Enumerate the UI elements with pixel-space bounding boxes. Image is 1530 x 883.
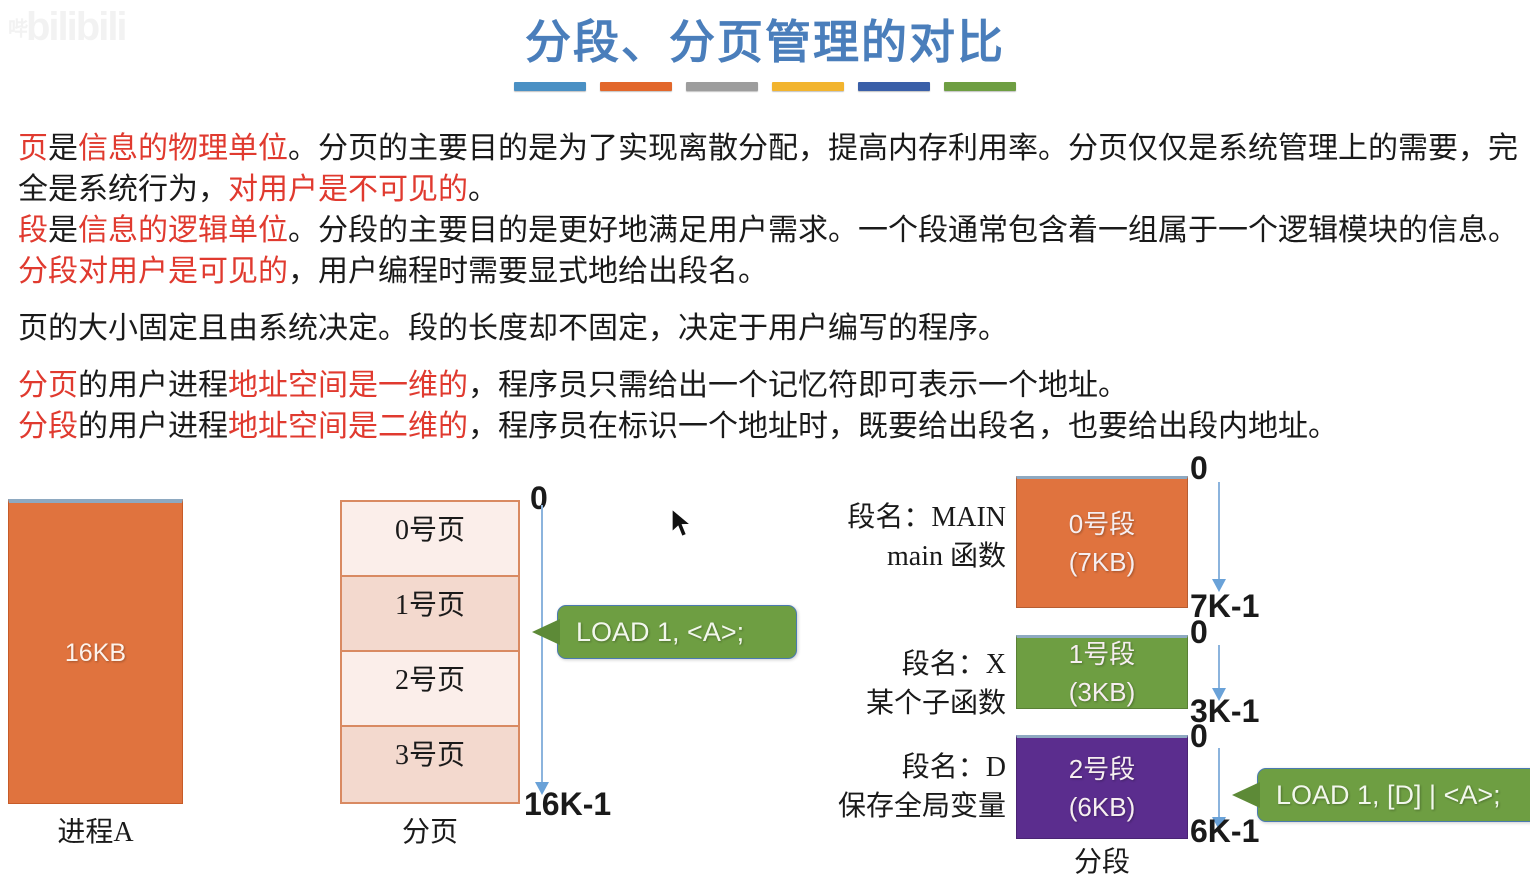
para-paging-1d: 分页的用户进程地址空间是一维的，程序员只需给出一个记忆符即可表示一个地址。: [18, 365, 1518, 406]
plain-text: 是: [48, 132, 78, 165]
arrow-line: [1218, 482, 1220, 581]
title-bar-4: [858, 82, 930, 91]
arrow-head-icon: [1212, 579, 1226, 592]
highlighted-text: 对用户是不可见的: [228, 173, 468, 206]
watermark-text: bilibili: [26, 5, 128, 49]
paging-instruction-callout: LOAD 1, <A>;: [532, 605, 797, 659]
page-row: 1号页: [342, 577, 518, 652]
arrow-line: [1218, 748, 1220, 819]
segment-address-arrow-2: [1211, 748, 1227, 830]
title-bar-0: [514, 82, 586, 91]
plain-text: ，用户编程时需要显式地给出段名。: [288, 255, 768, 288]
arrow-head-icon: [535, 782, 549, 795]
page-row-label: 1号页: [394, 590, 465, 621]
highlighted-text: 页: [18, 132, 48, 165]
page-row-label: 2号页: [394, 665, 465, 696]
title-bar-1: [600, 82, 672, 91]
page-row-label: 0号页: [394, 515, 465, 546]
highlighted-text: 段: [18, 214, 48, 247]
title-underline-bars: [0, 82, 1530, 91]
segment-block-line-2: (3KB): [1068, 677, 1136, 707]
page-row: 2号页: [342, 652, 518, 727]
paging-address-bottom: 16K-1: [524, 786, 612, 822]
arrow-head-icon: [1212, 688, 1226, 701]
plain-text: 的用户进程: [78, 369, 228, 402]
segmentation-instruction-callout: LOAD 1, [D] | <A>;: [1232, 768, 1530, 822]
segment-block-line-1: 0号段: [1068, 509, 1136, 539]
bilibili-watermark: 哔bilibili: [8, 2, 188, 52]
highlighted-text: 信息的物理单位: [78, 132, 288, 165]
highlighted-text: 地址空间是一维的: [228, 369, 468, 402]
segment-address-top-2: 0: [1190, 718, 1208, 754]
para-segmentation-2d: 分段的用户进程地址空间是二维的，程序员在标识一个地址时，既要给出段名，也要给出段…: [18, 406, 1518, 447]
paging-block: 0号页 1号页 2号页 3号页: [340, 500, 520, 804]
title-bar-5: [944, 82, 1016, 91]
segment-name-label: 段名：D 保存全局变量: [796, 748, 1006, 826]
paging-instruction-text: LOAD 1, <A>;: [576, 616, 745, 647]
segment-block-line-1: 1号段: [1068, 639, 1136, 669]
segment-address-bottom-0: 7K-1: [1190, 588, 1260, 624]
plain-text: ，程序员在标识一个地址时，既要给出段名，也要给出段内地址。: [468, 410, 1338, 443]
segment-block-1: 1号段 (3KB): [1016, 635, 1188, 709]
segment-block-line-2: (7KB): [1068, 547, 1136, 577]
page-row: 0号页: [342, 502, 518, 577]
segment-address-top-1: 0: [1190, 614, 1208, 650]
process-a-block: 16KB: [8, 499, 183, 804]
segmentation-instruction-text: LOAD 1, [D] | <A>;: [1276, 779, 1501, 810]
process-a-size-label: 16KB: [64, 638, 127, 667]
plain-text: 。: [468, 173, 498, 206]
callout-tail-icon: [1232, 782, 1260, 808]
segment-address-top-0: 0: [1190, 450, 1208, 486]
plain-text: 是: [48, 214, 78, 247]
title-block: 分段、分页管理的对比: [0, 14, 1530, 91]
title-bar-3: [772, 82, 844, 91]
segment-name-label: 段名：X 某个子函数: [796, 645, 1006, 723]
plain-text: ，程序员只需给出一个记忆符即可表示一个地址。: [468, 369, 1128, 402]
callout-tail-icon: [532, 619, 560, 645]
paging-address-top: 0: [530, 480, 548, 516]
paging-caption: 分页: [401, 817, 458, 848]
page-title: 分段、分页管理的对比: [525, 17, 1005, 68]
para-segment-unit: 段是信息的逻辑单位。分段的主要目的是更好地满足用户需求。一个段通常包含着一组属于…: [18, 210, 1518, 292]
highlighted-text: 分页: [18, 369, 78, 402]
plain-text: 的用户进程: [78, 410, 228, 443]
paging-address-arrow: [534, 505, 550, 795]
body-text: 页是信息的物理单位。分页的主要目的是为了实现离散分配，提高内存利用率。分页仅仅是…: [18, 128, 1518, 447]
title-bar-2: [686, 82, 758, 91]
segment-name-line-2: main 函数: [887, 541, 1006, 572]
highlighted-text: 地址空间是二维的: [228, 410, 468, 443]
segmentation-caption: 分段: [1073, 847, 1130, 878]
plain-text: 。分页的主要目的是为了实现离散分配，提高内存利用率。分页仅仅是系统管理上的需要，…: [18, 132, 1518, 206]
segment-name-line-1: 段名：MAIN: [847, 502, 1006, 533]
plain-text: 。分段的主要目的是更好地满足用户需求。一个段通常包含着一组属于一个逻辑模块的信息…: [288, 214, 1518, 247]
highlighted-text: 信息的逻辑单位: [78, 214, 288, 247]
highlighted-text: 分段对用户是可见的: [18, 255, 288, 288]
segment-block-2: 2号段 (6KB): [1016, 735, 1188, 839]
segment-address-arrow-0: [1211, 482, 1227, 592]
highlighted-text: 分段: [18, 410, 78, 443]
arrow-line: [1218, 645, 1220, 690]
segment-block-line-1: 2号段: [1068, 754, 1136, 784]
watermark-prefix: 哔: [8, 18, 28, 41]
segment-name-line-2: 某个子函数: [865, 688, 1006, 719]
mouse-cursor-icon: [671, 508, 693, 538]
para-size: 页的大小固定且由系统决定。段的长度却不固定，决定于用户编写的程序。: [18, 308, 1518, 349]
page-row: 3号页: [342, 727, 518, 802]
page-row-label: 3号页: [394, 740, 465, 771]
arrow-head-icon: [1212, 817, 1226, 830]
segment-name-label: 段名：MAIN main 函数: [796, 498, 1006, 576]
para-page-unit: 页是信息的物理单位。分页的主要目的是为了实现离散分配，提高内存利用率。分页仅仅是…: [18, 128, 1518, 210]
segment-address-bottom-2: 6K-1: [1190, 813, 1260, 849]
segment-address-arrow-1: [1211, 645, 1227, 701]
plain-text: 页的大小固定且由系统决定。段的长度却不固定，决定于用户编写的程序。: [18, 312, 1008, 345]
segment-address-bottom-1: 3K-1: [1190, 693, 1260, 729]
process-a-caption: 进程A: [57, 817, 134, 848]
segment-block-0: 0号段 (7KB): [1016, 476, 1188, 608]
segment-name-line-1: 段名：D: [901, 752, 1006, 783]
segment-name-line-2: 保存全局变量: [837, 791, 1006, 822]
segment-name-line-1: 段名：X: [901, 649, 1006, 680]
segment-block-line-2: (6KB): [1068, 792, 1136, 822]
